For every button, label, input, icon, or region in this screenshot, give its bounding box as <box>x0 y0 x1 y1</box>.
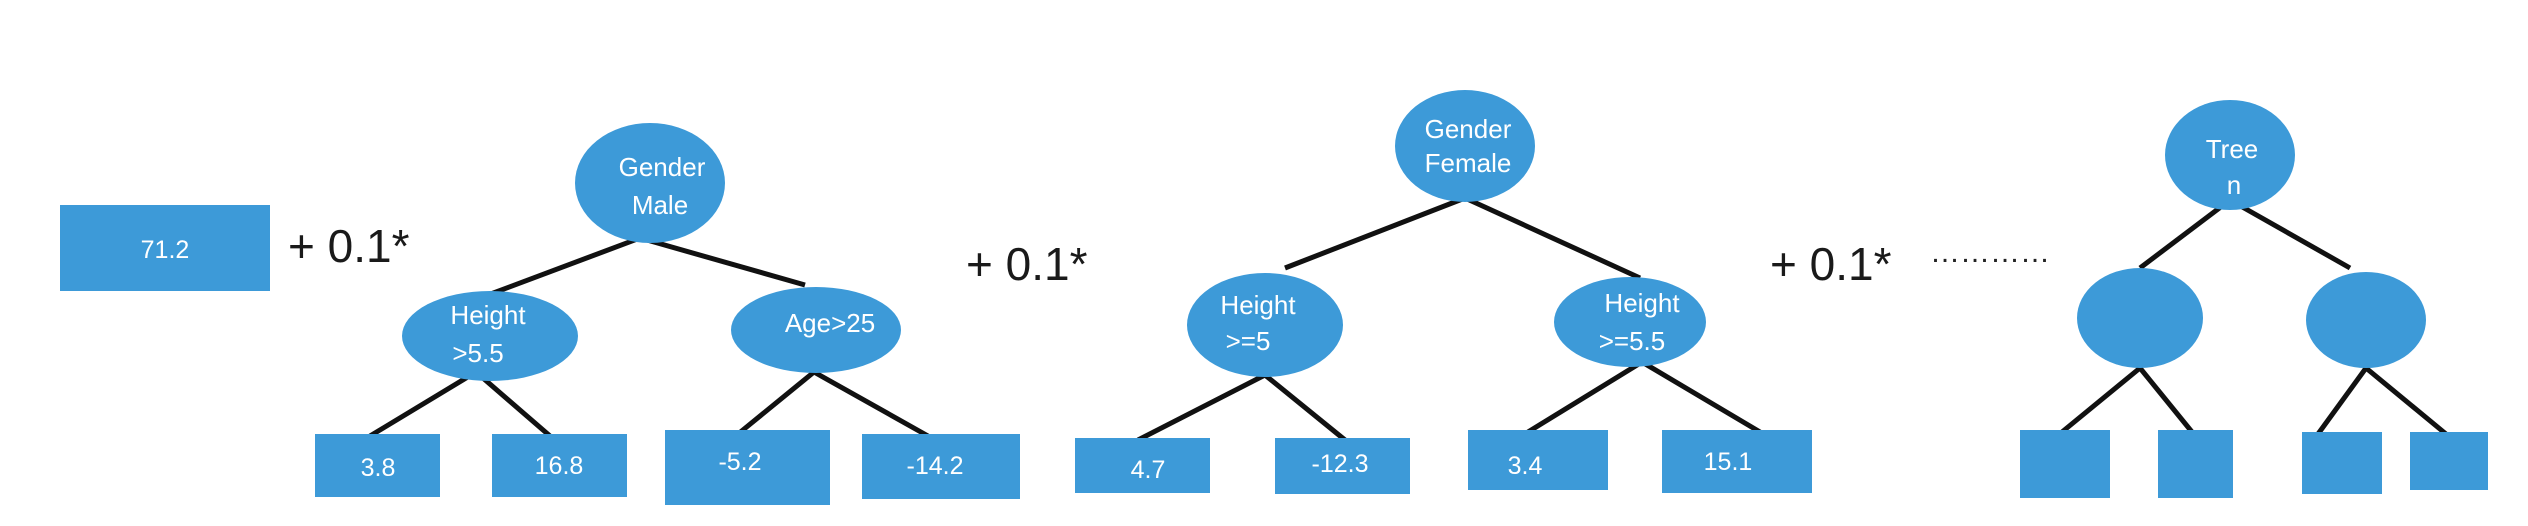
tree-1: Gender Male Height >5.5 Age>25 3.8 16.8 … <box>315 123 1020 505</box>
continuation-dots: ………… <box>1930 236 2050 269</box>
edge-t2-right-leaf4 <box>1640 359 1762 435</box>
tree2-left-split-label-line2: >=5 <box>1226 326 1271 356</box>
tree1-right-split-label: Age>25 <box>785 308 875 338</box>
treen-leaf-4 <box>2410 432 2488 490</box>
edge-tn-root-left <box>2138 198 2232 270</box>
tree2-right-split-label-line2: >=5.5 <box>1599 326 1666 356</box>
treen-right-split-node <box>2306 272 2426 368</box>
operator-plus-learning-rate-1: + 0.1* <box>288 220 410 272</box>
tree1-left-split-node <box>402 291 578 381</box>
tree2-leaf-1 <box>1075 438 1210 493</box>
tree2-leaf-2-value: -12.3 <box>1312 450 1369 478</box>
tree1-left-split-label-line2: >5.5 <box>452 338 503 368</box>
tree2-leaf-3 <box>1468 430 1608 490</box>
edge-t1-left-leaf1 <box>368 369 478 439</box>
tree1-right-split-node <box>731 287 901 373</box>
tree1-leaf-4 <box>862 434 1020 499</box>
edge-tn-right-leaf4 <box>2364 366 2448 436</box>
tree1-leaf-3-value: -5.2 <box>718 448 761 476</box>
tree2-right-split-node <box>1554 277 1706 367</box>
edge-t1-left-leaf2 <box>474 370 552 438</box>
edge-tn-left-leaf1 <box>2060 366 2142 434</box>
base-prediction: 71.2 <box>60 205 270 291</box>
tree1-leaf-3 <box>665 430 830 505</box>
edge-tn-right-leaf3 <box>2315 366 2369 436</box>
edge-t2-root-left <box>1284 195 1466 271</box>
tree1-leaf-1-value: 3.8 <box>361 454 396 482</box>
edge-t2-left-leaf2 <box>1263 373 1347 442</box>
operator-plus-learning-rate-2: + 0.1* <box>966 238 1088 290</box>
treen-leaf-3 <box>2302 432 2382 494</box>
tree2-leaf-1-value: 4.7 <box>1131 456 1166 484</box>
tree2-root-label-line1: Gender <box>1425 114 1512 144</box>
tree1-left-split-label-line1: Height <box>450 300 526 330</box>
edge-t1-right-leaf3 <box>736 370 816 436</box>
edge-t2-right-leaf3 <box>1526 359 1644 435</box>
base-prediction-value: 71.2 <box>141 236 190 264</box>
tree1-root-label-line1: Gender <box>619 152 706 182</box>
tree2-root-node <box>1395 90 1535 202</box>
tree2-leaf-4 <box>1662 430 1812 493</box>
treen-leaf-2 <box>2158 430 2233 498</box>
treen-root-node <box>2165 100 2295 210</box>
tree2-root-label-line2: Female <box>1425 148 1512 178</box>
edge-t2-left-leaf1 <box>1136 372 1267 443</box>
tree1-leaf-2 <box>492 434 627 497</box>
edge-t1-root-left <box>479 235 641 301</box>
tree1-leaf-2-value: 16.8 <box>535 452 584 480</box>
tree-edges <box>368 195 2448 443</box>
edge-tn-root-right <box>2228 197 2352 271</box>
tree2-left-split-node <box>1187 273 1343 377</box>
treen-left-split-node <box>2077 268 2203 368</box>
tree2-leaf-4-value: 15.1 <box>1704 448 1753 476</box>
tree1-root-label-line2: Male <box>632 190 688 220</box>
tree1-root-node <box>575 123 725 243</box>
tree2-right-split-label-line1: Height <box>1604 288 1680 318</box>
tree2-leaf-3-value: 3.4 <box>1508 452 1543 480</box>
treen-leaf-1 <box>2020 430 2110 498</box>
tree2-leaf-2 <box>1275 438 1410 494</box>
tree1-leaf-1 <box>315 434 440 497</box>
edge-t1-root-right <box>639 235 806 288</box>
tree1-leaf-4-value: -14.2 <box>907 452 964 480</box>
edge-tn-left-leaf2 <box>2138 366 2194 434</box>
base-prediction-box <box>60 205 270 291</box>
treen-root-label-line1: Tree <box>2206 134 2259 164</box>
operator-plus-learning-rate-3: + 0.1* <box>1770 238 1892 290</box>
tree-2: Gender Female Height >=5 Height >=5.5 4.… <box>1075 90 1812 494</box>
treen-root-label-line2: n <box>2227 170 2241 200</box>
tree-n: Tree n <box>2020 100 2488 498</box>
edge-t1-right-leaf4 <box>812 369 930 439</box>
tree2-left-split-label-line1: Height <box>1220 290 1296 320</box>
edge-t2-root-right <box>1463 195 1642 281</box>
